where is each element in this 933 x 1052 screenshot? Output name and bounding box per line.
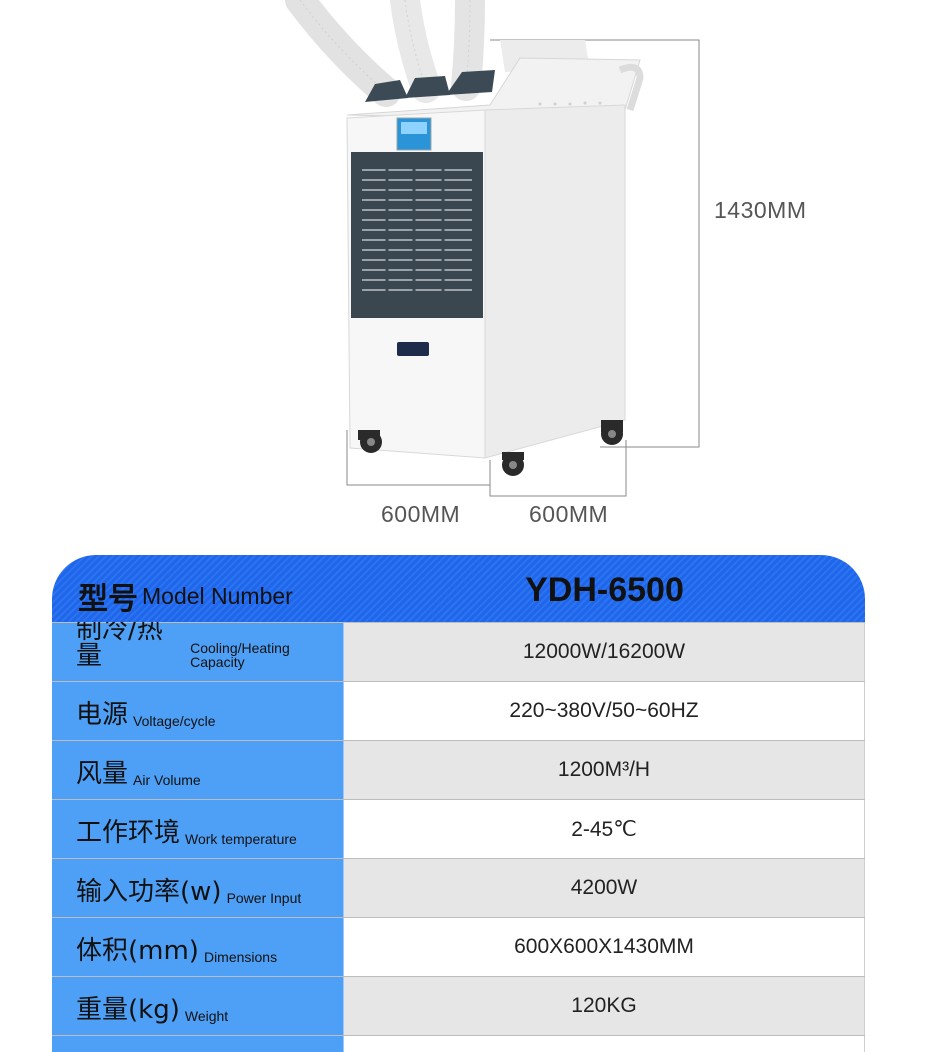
spec-row-power-input: 输入功率(w) Power Input 4200W (52, 858, 865, 917)
spec-label: 风量 Air Volume (52, 741, 344, 799)
spec-row-cutoff (52, 1035, 865, 1052)
spec-table-header: 型号 Model Number YDH-6500 (52, 555, 865, 622)
spec-label-en: Voltage/cycle (133, 713, 216, 729)
spec-row-dimensions: 体积(mm) Dimensions 600X600X1430MM (52, 917, 865, 976)
spec-label-en: Dimensions (203, 949, 278, 965)
tank-handle (397, 342, 429, 356)
depth-dimension-label: 600MM (529, 501, 609, 527)
spec-label-cn: 电源 (76, 700, 129, 730)
spec-row-capacity: 制冷/热量 Cooling/Heating Capacity 12000W/16… (52, 617, 865, 681)
product-illustration-area: 1430MM 600MM 600MM (285, 0, 807, 527)
spec-value (344, 1036, 865, 1052)
spec-value: 220~380V/50~60HZ (344, 682, 865, 740)
spec-label-en: Power Input (226, 890, 302, 906)
spec-value: 1200M³/H (344, 741, 865, 799)
vent-grille (351, 152, 483, 318)
spec-label: 体积(mm) Dimensions (52, 918, 344, 976)
width-dimension-label: 600MM (381, 501, 461, 527)
spec-label-en: Work temperature (185, 831, 297, 847)
spec-row-work-temperature: 工作环境 Work temperature 2-45℃ (52, 799, 865, 858)
spec-value: 120KG (344, 977, 865, 1035)
spec-table: 型号 Model Number YDH-6500 制冷/热量 Cooling/H… (52, 555, 865, 1052)
hose-collars (365, 70, 495, 102)
spec-label: 制冷/热量 Cooling/Heating Capacity (52, 617, 344, 681)
model-number-value: YDH-6500 (525, 571, 684, 609)
spec-label-cn: 制冷/热量 (76, 615, 163, 671)
spec-label: 电源 Voltage/cycle (52, 682, 344, 740)
spec-label-cn: 输入功率(w) (76, 877, 222, 907)
spec-label (52, 1036, 344, 1052)
spec-value: 4200W (344, 859, 865, 917)
spec-label-cn: 重量(kg) (76, 995, 180, 1025)
spec-row-weight: 重量(kg) Weight 120KG (52, 976, 865, 1035)
spec-label: 输入功率(w) Power Input (52, 859, 344, 917)
spec-row-voltage: 电源 Voltage/cycle 220~380V/50~60HZ (52, 681, 865, 740)
air-conditioner-illustration (285, 0, 700, 497)
spec-value: 12000W/16200W (344, 623, 865, 681)
spec-label-cn: 体积(mm) (76, 936, 199, 966)
spec-value: 2-45℃ (344, 800, 865, 858)
wheels (358, 420, 623, 476)
spec-label: 重量(kg) Weight (52, 977, 344, 1035)
spec-label: 工作环境 Work temperature (52, 800, 344, 858)
spec-label-cn: 工作环境 (76, 818, 181, 848)
height-dimension-label: 1430MM (714, 197, 807, 223)
spec-row-air-volume: 风量 Air Volume 1200M³/H (52, 740, 865, 799)
model-label-en: Model Number (142, 583, 293, 609)
model-label-cn: 型号 (78, 582, 138, 617)
spec-label-en: Air Volume (133, 772, 201, 788)
spec-value: 600X600X1430MM (344, 918, 865, 976)
spec-label-en: Weight (184, 1008, 229, 1024)
dimension-lines (346, 39, 700, 497)
spec-label-en: Cooling/Heating Capacity (190, 640, 290, 670)
spec-label-cn: 风量 (76, 759, 129, 789)
